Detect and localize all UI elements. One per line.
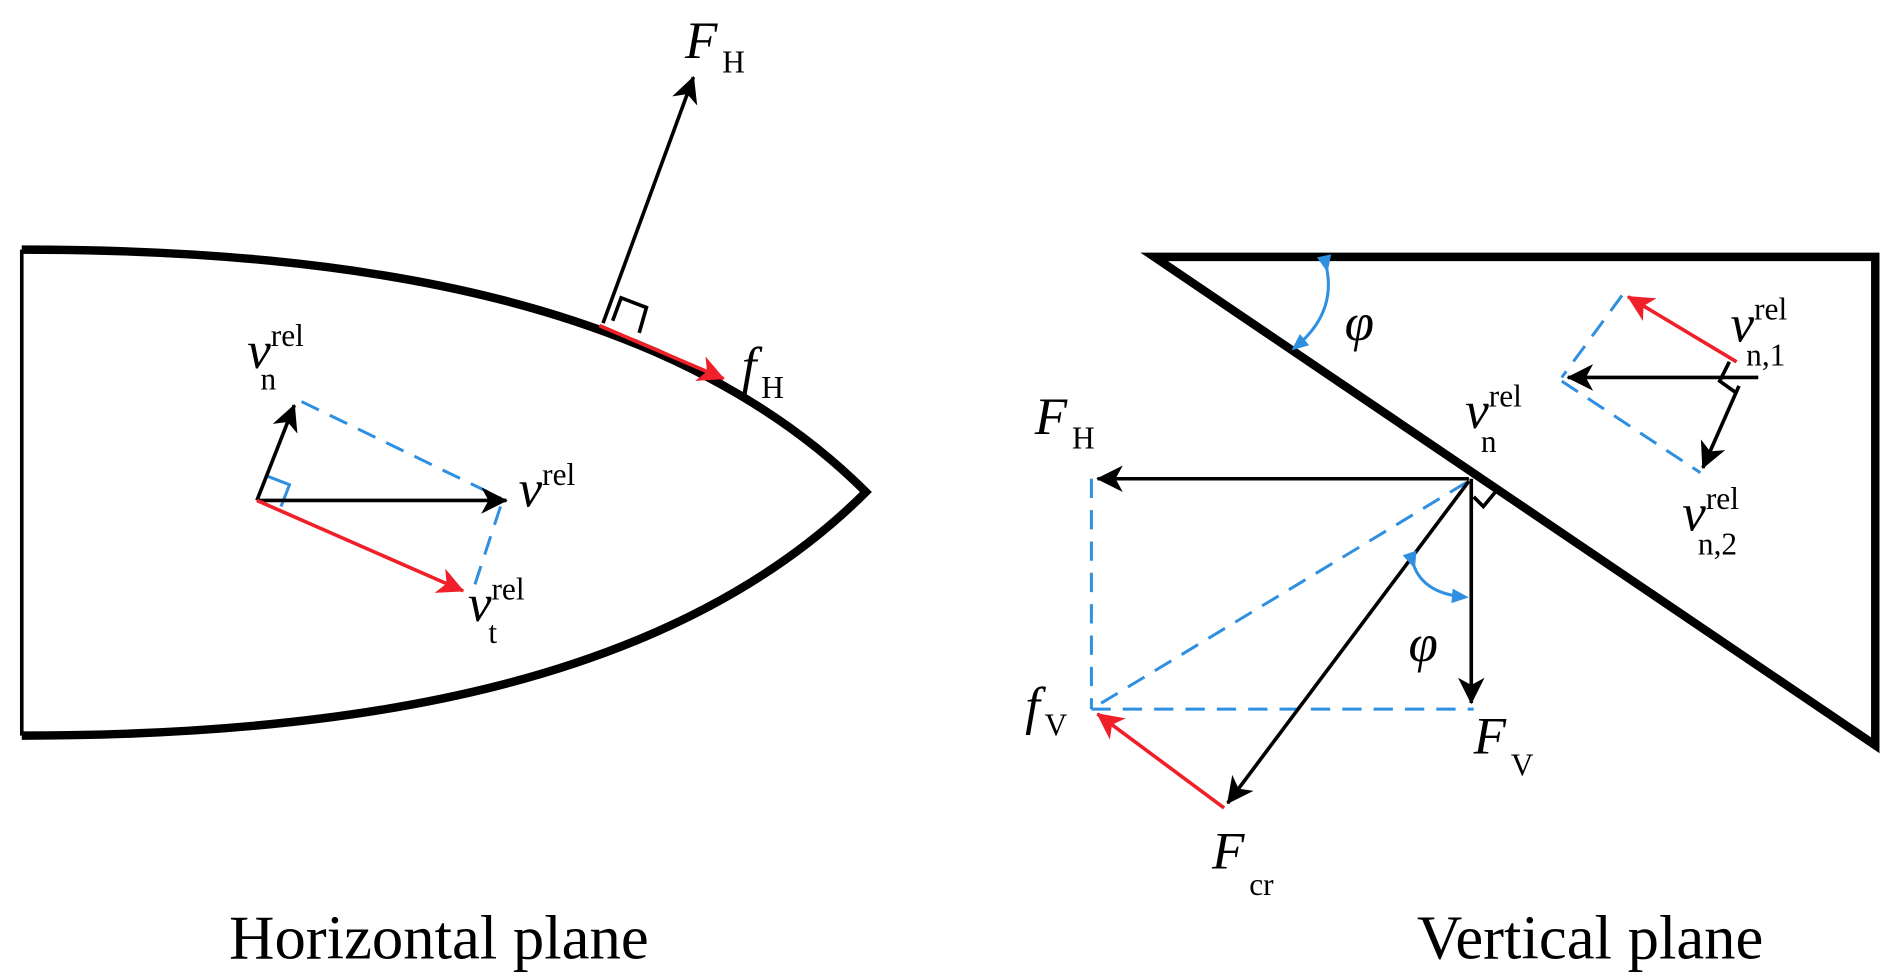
friction-fV-arrow bbox=[1096, 712, 1226, 810]
force-FH-arrow bbox=[601, 76, 698, 324]
angle-phi-arc-top bbox=[1291, 254, 1332, 351]
dashed-line bbox=[471, 506, 502, 592]
friction-fH-arrow bbox=[598, 323, 725, 381]
right-angle-mark bbox=[610, 295, 649, 334]
label-phi-bottom: φ bbox=[1409, 615, 1438, 673]
force-Fcr-arrow bbox=[1226, 480, 1471, 805]
label-Fcr: Fcr bbox=[1211, 822, 1274, 902]
hull-outline bbox=[21, 245, 872, 740]
angle-phi-arc-bottom bbox=[1402, 550, 1469, 604]
vn1-arrow bbox=[1627, 295, 1738, 364]
dashed-line bbox=[300, 400, 502, 500]
vn2-arrow bbox=[1700, 385, 1741, 469]
wedge-triangle bbox=[1140, 252, 1880, 754]
dashed-line bbox=[1090, 481, 1468, 711]
right-angle-mark bbox=[1472, 490, 1497, 510]
label-phi-top: φ bbox=[1345, 294, 1374, 352]
dashed-line bbox=[1560, 294, 1624, 379]
label-vrel: vrel bbox=[519, 457, 576, 519]
caption-horizontal-plane: Horizontal plane bbox=[229, 903, 649, 973]
caption-vertical-plane: Vertical plane bbox=[1417, 903, 1763, 973]
vn-arrow bbox=[255, 404, 298, 502]
right-angle-mark bbox=[1717, 360, 1738, 395]
vt-arrow bbox=[256, 498, 465, 593]
dashed-line bbox=[1560, 379, 1702, 474]
